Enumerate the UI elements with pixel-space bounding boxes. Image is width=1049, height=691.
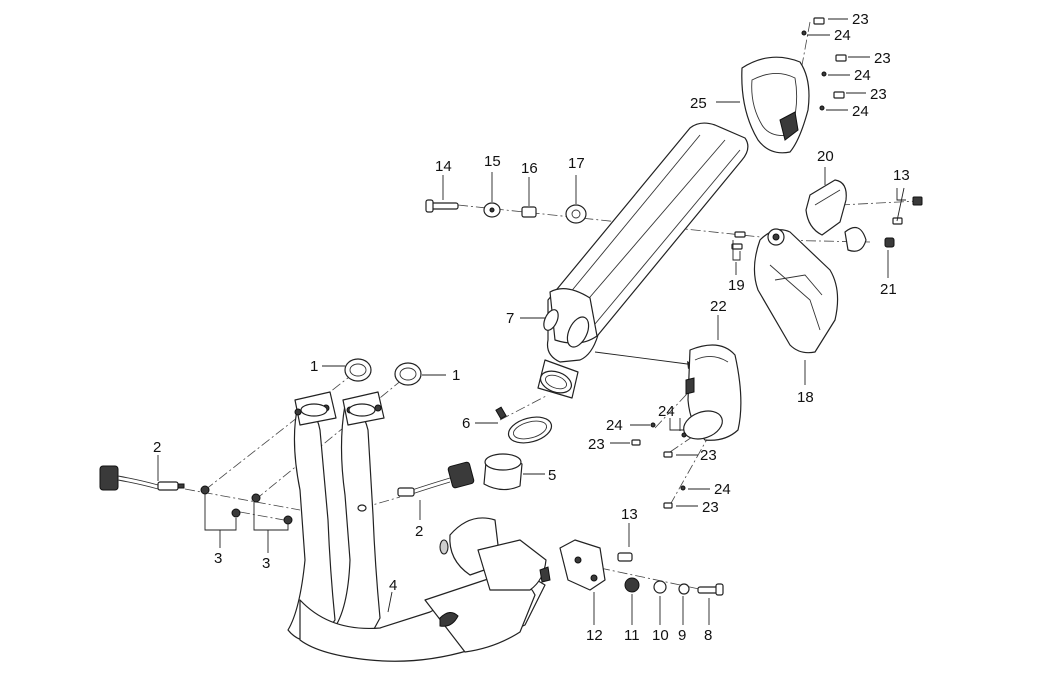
callout-24a: 24: [834, 27, 851, 44]
callout-24f: 24: [714, 481, 731, 498]
callout-23e: 23: [700, 447, 717, 464]
callout-8: 8: [704, 627, 712, 644]
exhaust-clamp-and-sleeve: [483, 406, 553, 491]
callout-1b: 1: [452, 367, 460, 384]
callout-16: 16: [521, 160, 538, 177]
callout-11: 11: [624, 627, 640, 644]
upper-mount-hardware: [425, 199, 587, 224]
callout-14: 14: [435, 158, 452, 175]
header-gaskets: [344, 358, 422, 386]
flange-nuts: [200, 485, 293, 525]
callout-23d: 23: [588, 436, 605, 453]
callout-2b: 2: [415, 523, 423, 540]
callout-15: 15: [484, 153, 501, 170]
callout-17: 17: [568, 155, 585, 172]
callout-2a: 2: [153, 439, 161, 456]
callout-25: 25: [690, 95, 707, 112]
callout-24d: 24: [606, 417, 623, 434]
callout-23b: 23: [874, 50, 891, 67]
callout-23f: 23: [702, 499, 719, 516]
small-fasteners: [631, 17, 923, 509]
callout-9: 9: [678, 627, 686, 644]
callout-labels: 1 1 2 2 3 3 4 5 6 7 8 9 10 11 12 13 13 1…: [153, 11, 910, 644]
callout-19: 19: [728, 277, 745, 294]
callout-23c: 23: [870, 86, 887, 103]
callout-1a: 1: [310, 358, 318, 375]
callout-12: 12: [586, 627, 603, 644]
callout-10: 10: [652, 627, 669, 644]
muffler-hanger-bracket: [753, 228, 839, 354]
exhaust-header-pipes: [287, 391, 551, 662]
callout-13a: 13: [621, 506, 638, 523]
rear-heat-shield-cap: [683, 344, 742, 441]
callout-7: 7: [506, 310, 514, 327]
muffler-body: [537, 122, 749, 399]
callout-3b: 3: [262, 555, 270, 572]
callout-21: 21: [880, 281, 897, 298]
callout-23a: 23: [852, 11, 869, 28]
callout-4: 4: [389, 577, 397, 594]
lower-mount-hardware: [559, 539, 724, 596]
footrest-mount-bracket: [805, 179, 867, 252]
callout-5: 5: [548, 467, 556, 484]
callout-13b: 13: [893, 167, 910, 184]
callout-24b: 24: [854, 67, 871, 84]
oxygen-sensors: [99, 461, 475, 497]
callout-3a: 3: [214, 550, 222, 567]
callout-24c: 24: [852, 103, 869, 120]
callout-22: 22: [710, 298, 727, 315]
callout-24e: 24: [658, 403, 675, 420]
callout-leaders: [157, 18, 906, 625]
end-cap-upper: [741, 56, 810, 154]
callout-6: 6: [462, 415, 470, 432]
callout-20: 20: [817, 148, 834, 165]
callout-18: 18: [797, 389, 814, 406]
